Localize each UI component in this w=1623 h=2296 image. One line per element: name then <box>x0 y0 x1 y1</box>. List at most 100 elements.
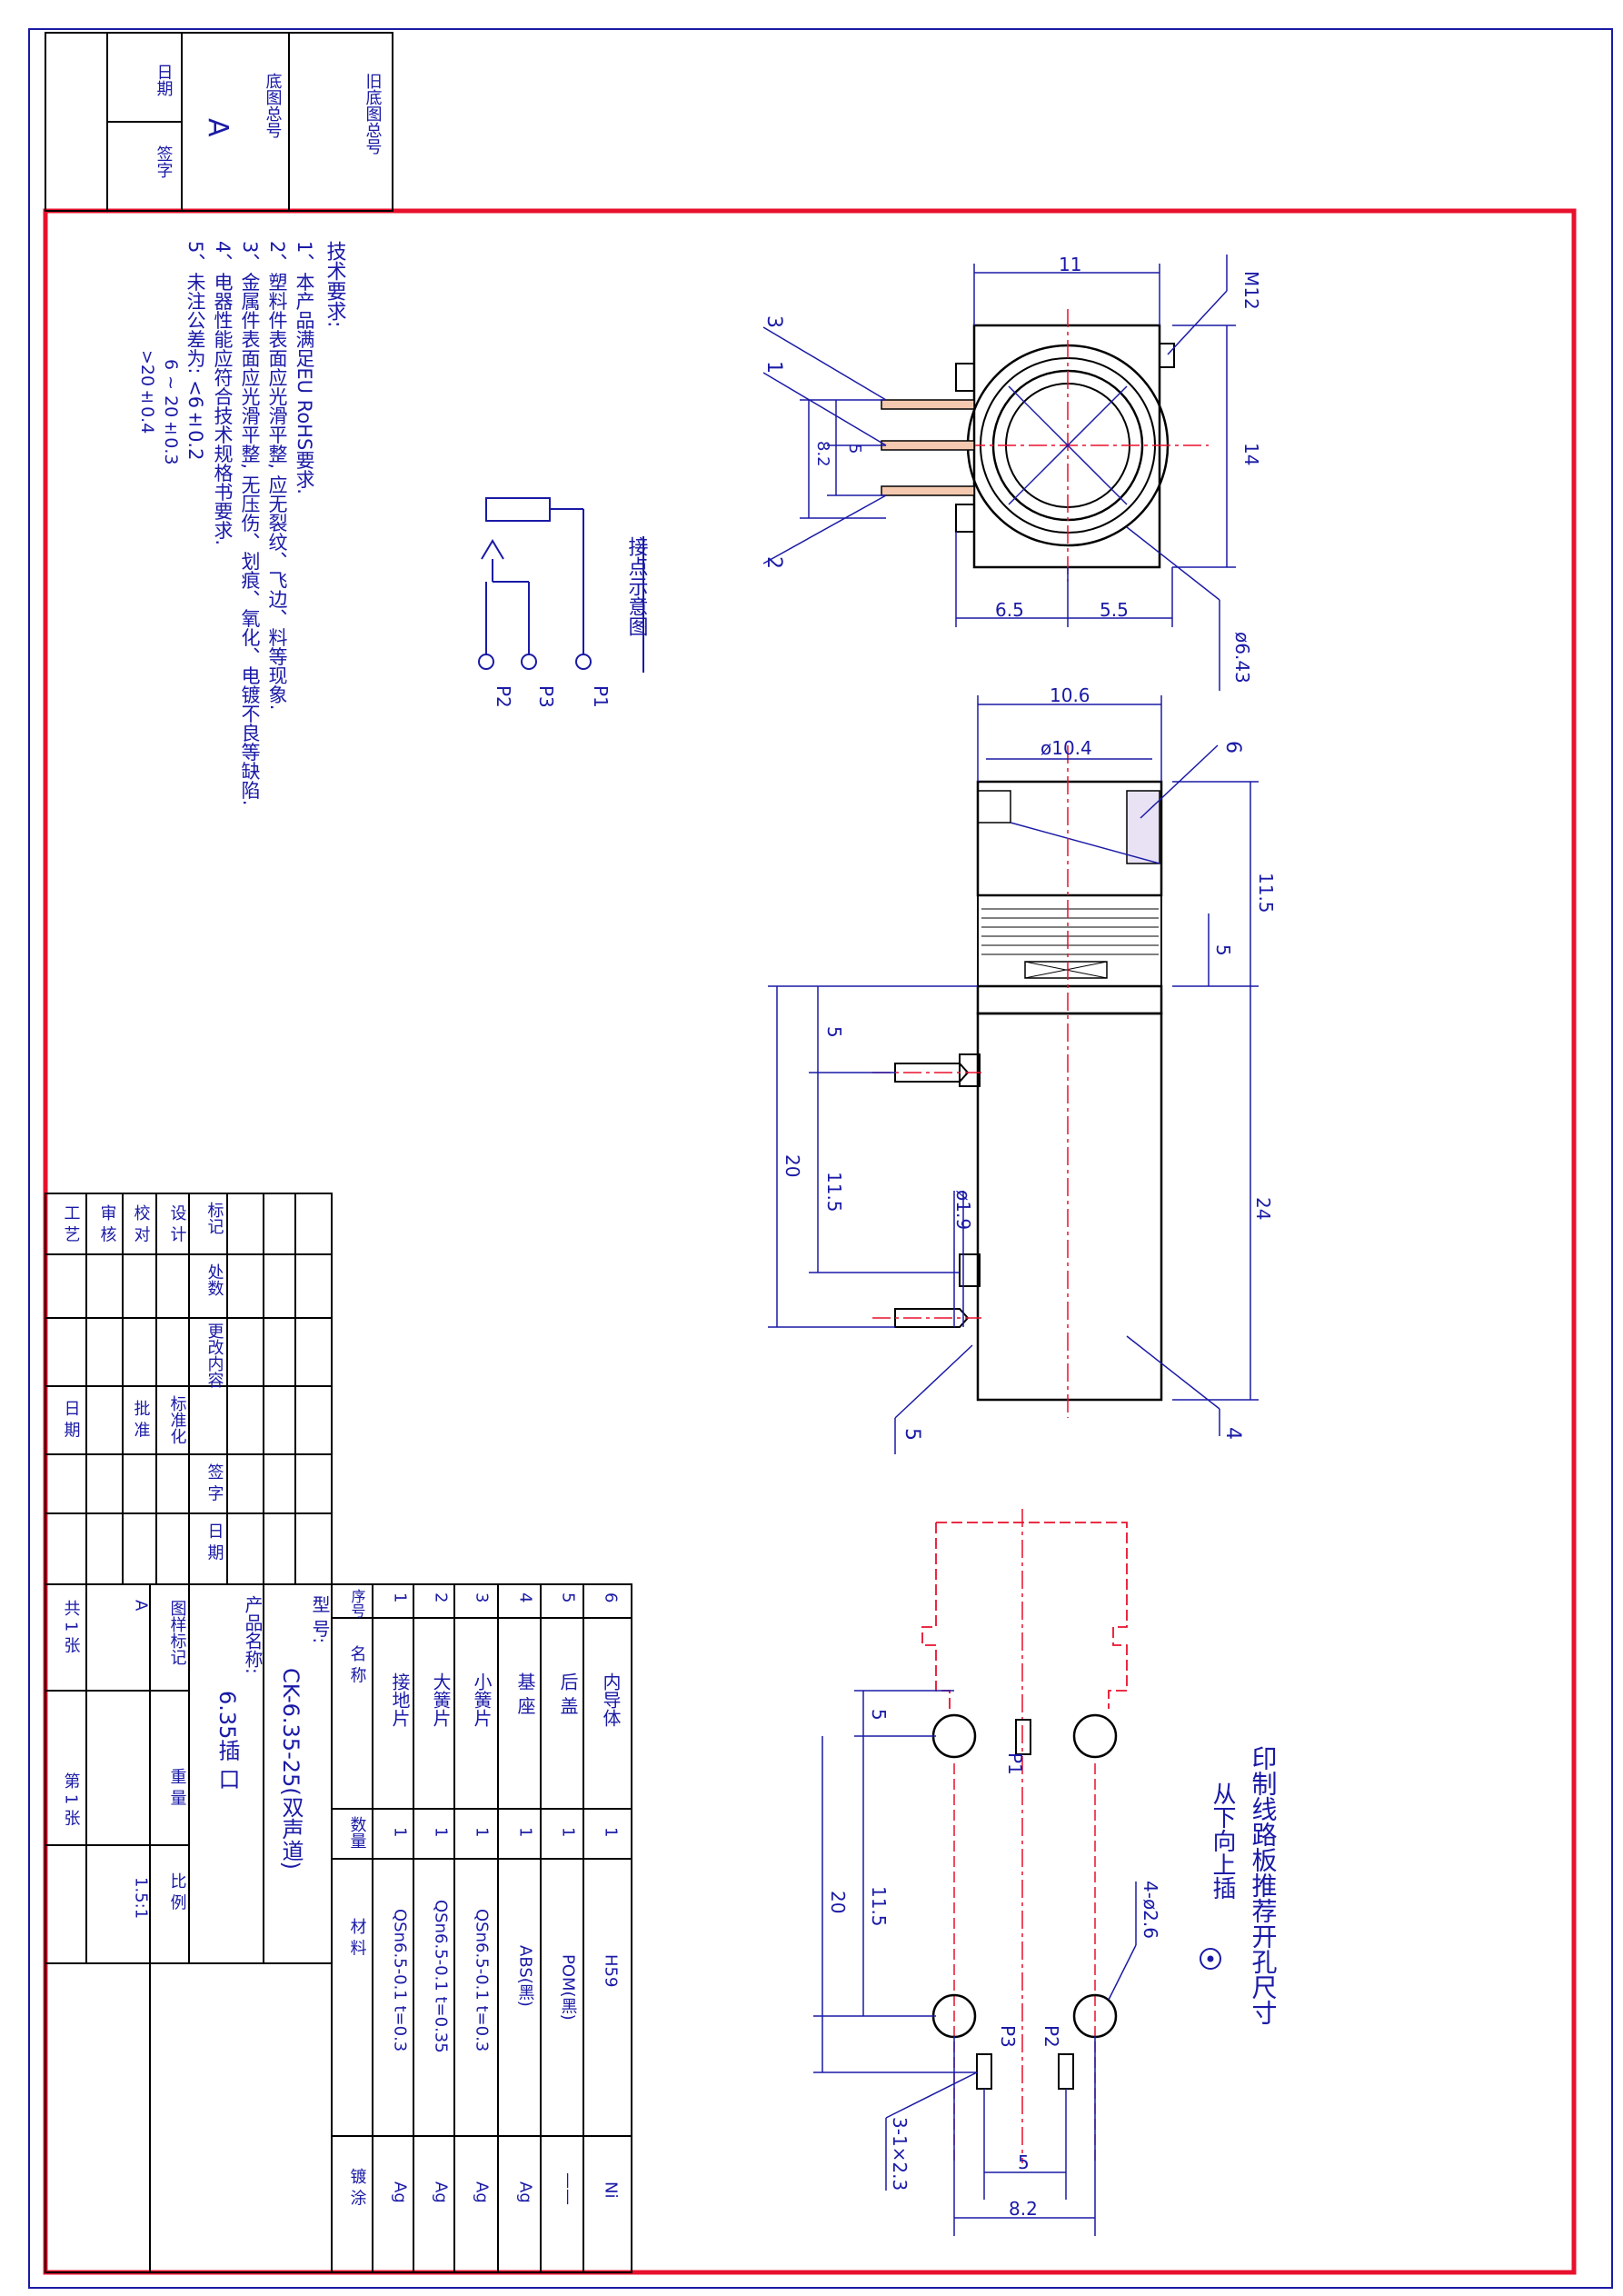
pcb-dim-d2: 11.5 <box>868 1886 890 1927</box>
pcb-dim-slots: 3-1×2.3 <box>889 2117 911 2191</box>
part-6-material: H59 <box>602 1954 621 1987</box>
part-2-plating: Ag <box>432 2181 451 2203</box>
pin-p3-label: P3 <box>535 685 557 708</box>
insert-direction-icon <box>1200 1948 1221 1970</box>
part-5-name: 后 盖 <box>557 1672 579 1715</box>
revision-block <box>45 1193 333 1585</box>
rev-header-mark: 标记 <box>205 1202 224 1234</box>
pcb-layout <box>813 1509 1137 2236</box>
sheets-total: 共 1 张 <box>62 1600 81 1653</box>
pcb-hole <box>1072 1713 1118 1759</box>
pin-p2-label: P2 <box>493 685 514 708</box>
drawing-mark-label: 图样标记 <box>168 1600 187 1665</box>
balloon-3: 3 <box>762 315 785 328</box>
side-dim-width: 10.6 <box>1050 684 1090 706</box>
tech-req-title: 技术要求: <box>324 241 347 327</box>
parts-rows: 1 接地片 1 QSn6.5-0.1 t=0.3 Ag 2 大簧片 1 QSn6… <box>389 1592 622 2205</box>
pcb-dim-w1: 5 <box>1018 2151 1030 2173</box>
product-name-value: 6.35插 口 <box>214 1691 240 1790</box>
scale-label: 比 例 <box>168 1872 187 1911</box>
pcb-slot <box>976 2053 992 2090</box>
tech-req-4: 4、电器性能应符合技术规格书要求. <box>212 241 234 545</box>
part-2-no: 2 <box>432 1592 451 1602</box>
side-dim-d2: 5 <box>1212 944 1234 956</box>
balloon-1: 1 <box>762 361 785 374</box>
side-dim-d1: 11.5 <box>1255 873 1277 913</box>
part-4-qty: 1 <box>516 1827 535 1837</box>
part-6-no: 6 <box>602 1592 621 1602</box>
parts-header-qty: 数量 <box>348 1816 367 1849</box>
tech-requirements: 技术要求: 1、本产品满足EU RoHS要求. 2、塑料件表面应光滑平整, 应无… <box>137 241 347 805</box>
part-4-name: 基 座 <box>514 1672 536 1715</box>
role-process: 工 艺 <box>62 1204 81 1243</box>
pcb-pin-p3: P3 <box>997 2025 1019 2048</box>
top-dim-hole: ø6.43 <box>1231 632 1253 684</box>
role-review: 审 核 <box>98 1204 117 1243</box>
pcb-dim-d3: 20 <box>827 1891 849 1913</box>
rev-header-date: 日 期 <box>205 1522 224 1561</box>
pcb-pin-p1: P1 <box>1004 1752 1026 1775</box>
part-6-qty: 1 <box>602 1827 621 1837</box>
top-dim-pitch-a: 5 <box>845 444 864 454</box>
pcb-dim-d1: 5 <box>868 1709 890 1721</box>
pcb-hole <box>931 1713 977 1759</box>
parts-header-name: 名 称 <box>348 1645 367 1683</box>
part-3-qty: 1 <box>473 1827 492 1837</box>
tech-req-3: 3、金属件表面应光滑平整, 无压伤、划痕、氧化、电镀不良等缺陷. <box>239 241 261 805</box>
top-dim-right: 5.5 <box>1100 599 1129 621</box>
title-block <box>45 1583 333 2273</box>
part-1-plating: Ag <box>391 2181 410 2203</box>
rev-header-sign: 签 字 <box>205 1463 224 1502</box>
parts-table <box>331 1583 632 2273</box>
tech-req-7: >20±0.4 <box>137 350 157 434</box>
side-dim-d6: 20 <box>782 1154 803 1177</box>
part-4-material: ABS(黑) <box>516 1945 535 2007</box>
pcb-dim-w2: 8.2 <box>1009 2198 1038 2220</box>
schematic-title: 接点示意图 <box>625 536 649 636</box>
parts-header-material: 材 料 <box>348 1918 367 1956</box>
part-2-name: 大簧片 <box>430 1672 452 1727</box>
top-view <box>762 255 1236 691</box>
model-label: 型 号: <box>309 1595 331 1644</box>
rev-header-content: 更改内容 <box>205 1323 224 1388</box>
scale-value: 1.5:1 <box>132 1877 151 1919</box>
stage-mark: A <box>132 1600 151 1612</box>
parts-header-plating: 镀 涂 <box>348 2168 367 2206</box>
part-2-qty: 1 <box>432 1827 451 1837</box>
part-3-plating: Ag <box>473 2181 492 2203</box>
sheet-no: 第 1 张 <box>62 1772 81 1826</box>
pcb-dim-holes: 4-ø2.6 <box>1140 1881 1161 1939</box>
top-dim-height: 14 <box>1240 443 1262 465</box>
rev-header-count: 处数 <box>205 1263 224 1296</box>
sign-label: 签字 <box>154 145 174 178</box>
part-1-no: 1 <box>391 1592 410 1602</box>
part-4-plating: Ag <box>516 2181 535 2203</box>
part-5-qty: 1 <box>559 1827 578 1837</box>
archive-stamp-block <box>45 32 393 212</box>
side-dim-d4: 5 <box>823 1026 845 1038</box>
revision-letter: A <box>202 118 234 137</box>
pcb-title: 印制线路板推荐开孔尺寸 <box>1249 1745 1279 2025</box>
balloon-6: 6 <box>1221 741 1244 754</box>
part-4-no: 4 <box>516 1592 535 1602</box>
pin-p1-label: P1 <box>590 685 612 708</box>
part-2-material: QSn6.5-0.1 t=0.35 <box>432 1900 451 2053</box>
part-1-material: QSn6.5-0.1 t=0.3 <box>391 1909 410 2051</box>
product-name-label: 产品名称: <box>242 1595 264 1674</box>
pcb-slot <box>1058 2053 1074 2090</box>
top-dim-thread: M12 <box>1240 271 1262 310</box>
part-1-name: 接地片 <box>389 1672 411 1727</box>
part-5-material: POM(黑) <box>559 1954 578 2021</box>
tech-req-5: 5、未注公差为: <6±0.2 <box>184 241 206 460</box>
top-dim-left: 6.5 <box>995 599 1024 621</box>
side-dim-d5: 11.5 <box>823 1172 845 1213</box>
side-view <box>768 695 1259 1454</box>
model-value: CK-6.35-25(双声道) <box>278 1668 304 1870</box>
role-check: 校 对 <box>132 1204 151 1243</box>
pcb-subtitle: 从下向上插 <box>1209 1782 1236 1900</box>
top-dim-width: 11 <box>1059 254 1081 275</box>
approval-date: 日 期 <box>62 1400 81 1438</box>
balloon-5: 5 <box>901 1428 923 1441</box>
part-5-plating: —— <box>559 2172 578 2205</box>
